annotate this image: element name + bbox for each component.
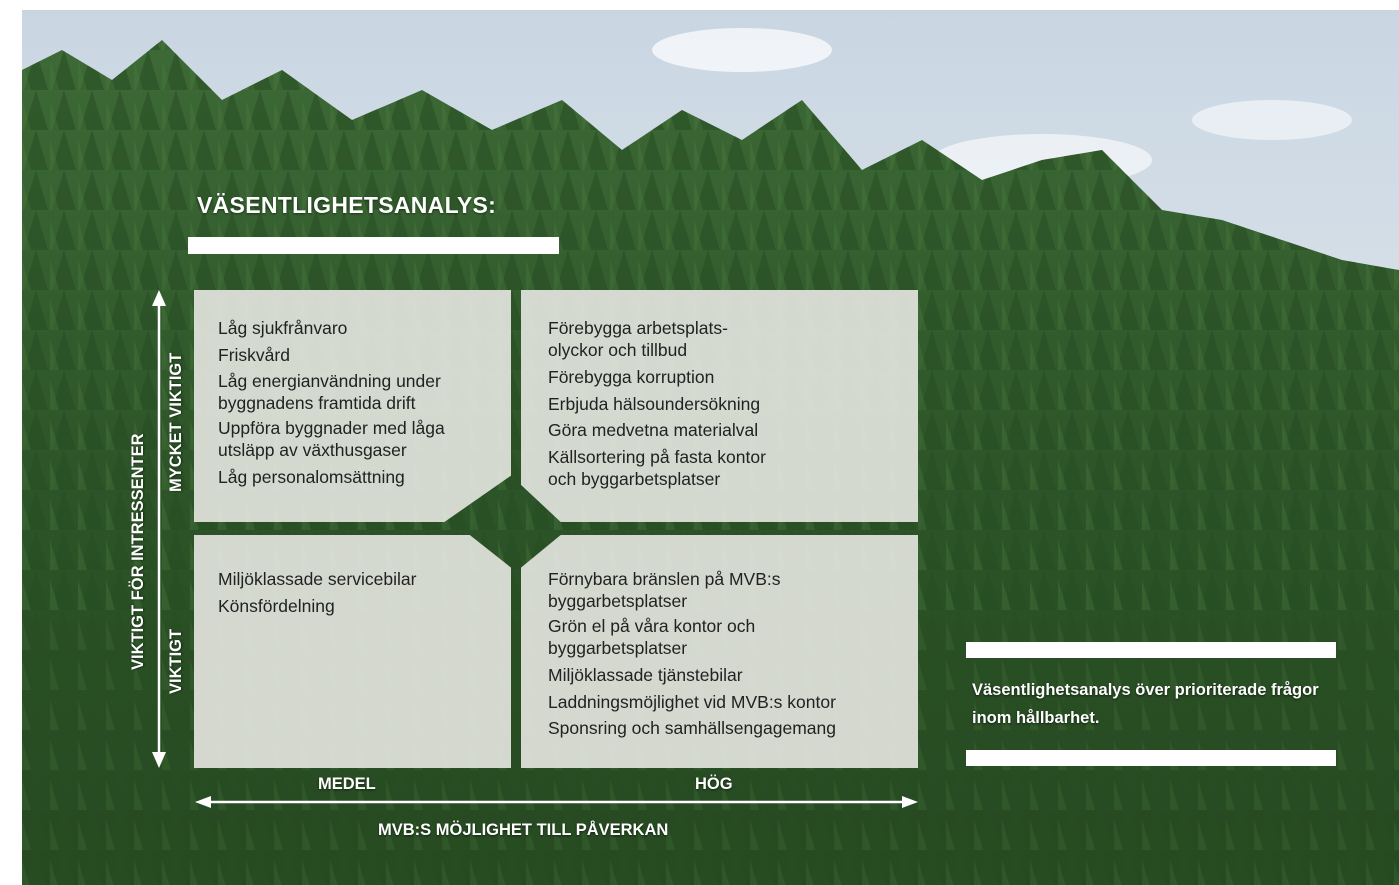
list-item: Göra medvetna materialval — [548, 420, 759, 440]
list-item: Friskvård — [218, 344, 290, 365]
list-item: Förnybara bränslen på MVB:s byggarbetspl… — [548, 569, 781, 611]
x-axis-arrow — [195, 796, 918, 808]
quadrant-top-left-list: Låg sjukfrånvaro Friskvård Låg energianv… — [218, 315, 445, 491]
quadrant-bottom-left-list: Miljöklassade servicebilar Könsfördelnin… — [218, 566, 416, 619]
list-item: Sponsring och samhällsengagemang — [548, 718, 836, 738]
list-item: Förebygga arbetsplats- olyckor och tillb… — [548, 318, 728, 360]
title-underline-bar — [188, 237, 559, 254]
quadrant-top-right-list: Förebygga arbetsplats- olyckor och tillb… — [548, 315, 766, 493]
list-item: Låg personalomsättning — [218, 467, 405, 487]
list-item: Låg sjukfrånvaro — [218, 318, 348, 338]
caption-bottom-bar — [966, 750, 1336, 766]
page-title: VÄSENTLIGHETSANALYS: — [197, 192, 497, 218]
list-item: Erbjuda hälsoundersökning — [548, 393, 761, 414]
quadrant-bottom-left: Miljöklassade servicebilar Könsfördelnin… — [194, 535, 511, 768]
list-item: Uppföra byggnader med låga utsläpp av vä… — [218, 418, 445, 460]
quadrant-bottom-right: Förnybara bränslen på MVB:s byggarbetspl… — [521, 535, 918, 768]
y-axis-high-label: MYCKET VIKTIGT — [167, 352, 185, 492]
quadrant-top-right: Förebygga arbetsplats- olyckor och tillb… — [521, 290, 918, 522]
list-item: Laddningsmöjlighet vid MVB:s kontor — [548, 691, 836, 712]
y-axis-arrow — [152, 290, 166, 768]
list-item: Förebygga korruption — [548, 367, 715, 387]
quadrant-top-left: Låg sjukfrånvaro Friskvård Låg energianv… — [194, 290, 511, 522]
list-item: Låg energianvändning under byggnadens fr… — [218, 371, 441, 413]
list-item: Källsortering på fasta kontor och byggar… — [548, 446, 766, 489]
list-item: Könsfördelning — [218, 595, 335, 616]
caption-top-bar — [966, 642, 1336, 658]
list-item: Miljöklassade servicebilar — [218, 569, 417, 589]
x-axis-title: MVB:S MÖJLIGHET TILL PÅVERKAN — [378, 821, 669, 839]
y-axis-title: VIKTIGT FÖR INTRESSENTER — [129, 433, 147, 670]
list-item: Miljöklassade tjänstebilar — [548, 665, 743, 685]
quadrant-bottom-right-list: Förnybara bränslen på MVB:s byggarbetspl… — [548, 566, 836, 742]
axis-arrows — [152, 290, 918, 808]
forest-background: VÄSENTLIGHETSANALYS: Låg sjukfrånvaro Fr… — [22, 10, 1399, 885]
x-axis-low-label: MEDEL — [318, 775, 376, 793]
list-item: Grön el på våra kontor och byggarbetspla… — [548, 616, 756, 658]
x-axis-high-label: HÖG — [695, 775, 733, 793]
y-axis-low-label: VIKTIGT — [167, 628, 185, 694]
caption-text: Väsentlighetsanalys över prioriterade fr… — [972, 681, 1319, 727]
